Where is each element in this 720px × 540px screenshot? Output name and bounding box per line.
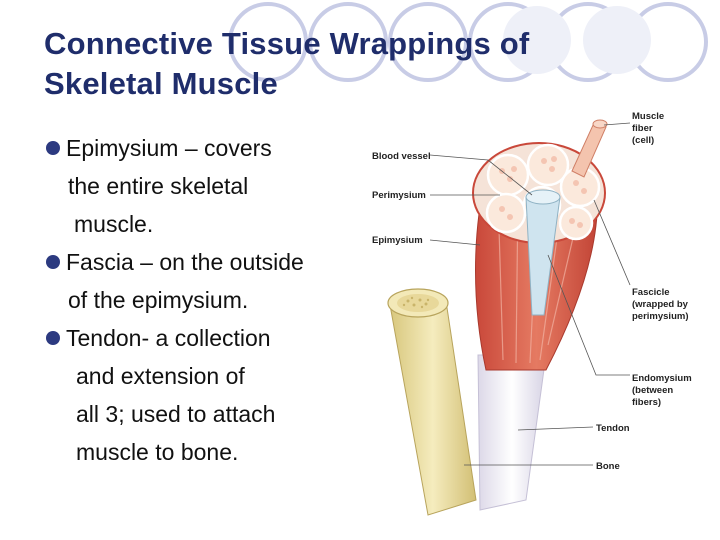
bullet-fascia: Fascia – on the outside of the epimysium… (46, 246, 376, 322)
label-fascicle-1: Fascicle (632, 287, 670, 298)
label-muscle-fiber-2: fiber (632, 123, 653, 134)
label-fascicle-2: (wrapped by (632, 299, 689, 310)
bullet-line: muscle to bone. (76, 439, 239, 465)
fascicle-cross-section (472, 142, 606, 244)
bullet-dot-icon (46, 331, 60, 345)
label-endomysium-2: (between (632, 385, 673, 396)
bullet-line: and extension of (76, 363, 245, 389)
label-endomysium-3: fibers) (632, 397, 661, 408)
bone-illustration (387, 288, 477, 516)
label-epimysium: Epimysium (372, 235, 423, 246)
bullet-line: Tendon- a collection (66, 325, 271, 351)
title-line-1: Connective Tissue Wrappings of (44, 26, 530, 61)
bullet-line: of the epimysium. (68, 287, 249, 313)
bullet-epimysium: Epimysium – covers the entire skeletal m… (46, 132, 376, 246)
label-muscle-fiber-1: Muscle (632, 111, 664, 122)
label-perimysium: Perimysium (372, 190, 426, 201)
label-bone: Bone (596, 461, 620, 472)
muscle-fiber-illustration (571, 119, 608, 178)
bullet-list: Epimysium – covers the entire skeletal m… (46, 132, 376, 474)
bullet-line: the entire skeletal (68, 173, 249, 199)
slide-title: Connective Tissue Wrappings of Skeletal … (44, 24, 684, 104)
label-fascicle-3: perimysium) (632, 311, 689, 322)
label-endomysium-1: Endomysium (632, 373, 692, 384)
tendon-illustration (477, 354, 547, 511)
label-tendon: Tendon (596, 423, 630, 434)
bullet-line: all 3; used to attach (76, 401, 276, 427)
label-blood-vessel: Blood vessel (372, 151, 431, 162)
bullet-line: muscle. (74, 211, 154, 237)
bullet-dot-icon (46, 141, 60, 155)
bullet-line: Fascia – on the outside (66, 249, 304, 275)
bullet-dot-icon (46, 255, 60, 269)
muscle-anatomy-diagram: Blood vessel Perimysium Epimysium Muscle… (372, 111, 692, 516)
title-line-2: Skeletal Muscle (44, 66, 278, 101)
label-muscle-fiber-3: (cell) (632, 135, 654, 146)
bullet-line: Epimysium – covers (66, 135, 272, 161)
bullet-tendon: Tendon- a collection and extension of al… (46, 322, 376, 474)
